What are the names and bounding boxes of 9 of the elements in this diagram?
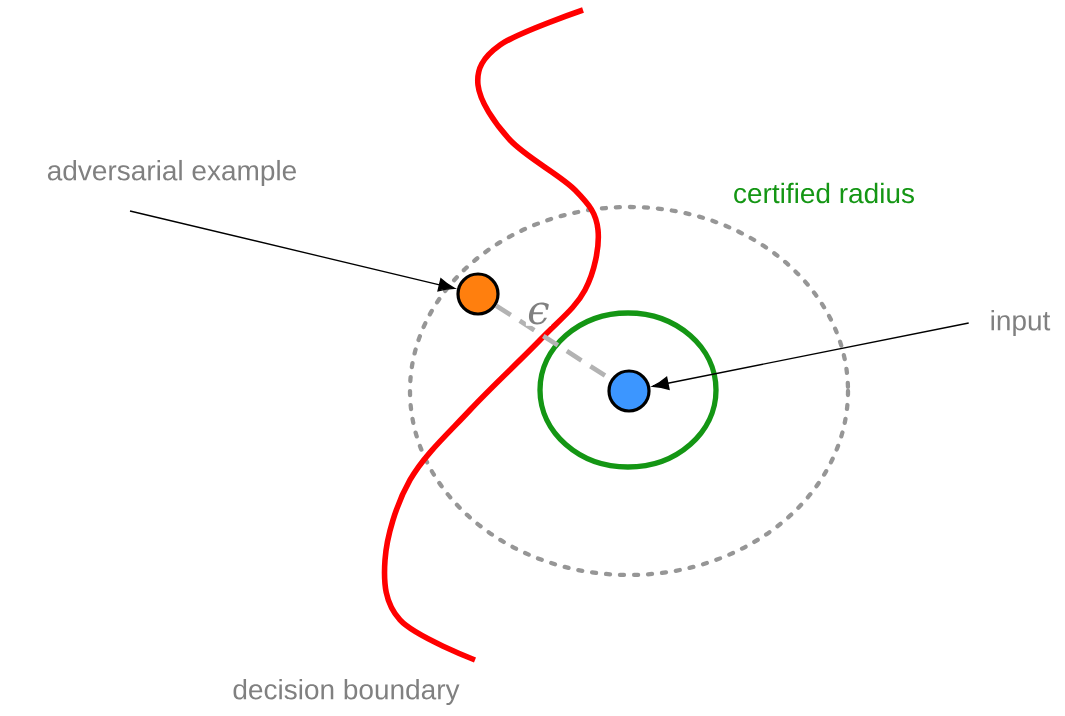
- node-label: adversarial example: [47, 159, 296, 187]
- arrow: [652, 322, 970, 390]
- arrow: [129, 210, 456, 292]
- curve-label: decision boundary: [233, 678, 460, 706]
- point-marker: [607, 369, 651, 413]
- edge-label: ϵ: [528, 302, 549, 325]
- point-marker: [456, 272, 500, 316]
- region-label: certified radius: [734, 182, 914, 204]
- node-label: input: [991, 309, 1051, 337]
